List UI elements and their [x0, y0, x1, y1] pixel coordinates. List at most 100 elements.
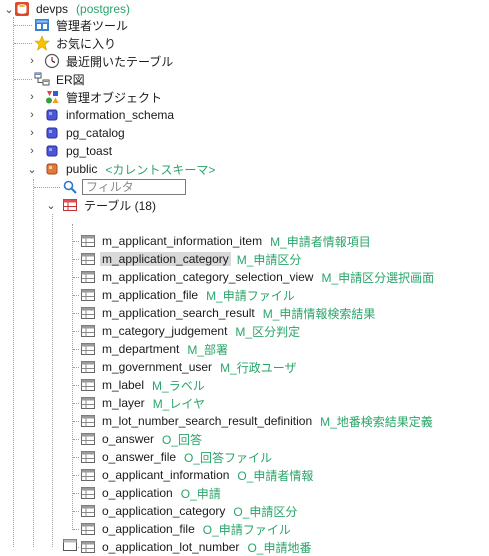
table-name: o_application_lot_number: [102, 540, 240, 554]
table-icon: [80, 359, 96, 375]
table-icon: [80, 269, 96, 285]
schema-icon: [44, 107, 60, 123]
table-name: m_layer: [102, 396, 145, 410]
tree-node-admin-tools[interactable]: 管理者ツール: [34, 16, 130, 34]
table-row[interactable]: o_application_file O_申請ファイル: [80, 520, 291, 538]
chevron-right-icon[interactable]: ›: [30, 109, 34, 121]
table-comment: O_申請ファイル: [202, 522, 291, 537]
chevron-right-icon[interactable]: ›: [30, 91, 34, 103]
admin-tools-icon: [34, 17, 50, 33]
table-name: m_application_file: [102, 288, 199, 302]
search-icon: [62, 179, 78, 195]
chevron-right-icon[interactable]: ›: [30, 55, 34, 67]
tree-node-schema-information-schema[interactable]: information_schema: [44, 106, 176, 124]
table-icon: [80, 449, 96, 465]
tree-node-label: 管理オブジェクト: [66, 90, 163, 105]
views-folder-icon: [62, 537, 78, 553]
table-name: m_label: [102, 378, 145, 392]
tree-node-label: テーブル (18): [84, 198, 156, 213]
table-name: m_application_category: [100, 252, 231, 266]
filter-input[interactable]: [82, 179, 186, 195]
table-icon: [80, 323, 96, 339]
table-comment: M_申請区分選択画面: [321, 270, 435, 285]
clock-icon: [44, 53, 60, 69]
table-row[interactable]: m_label M_ラベル: [80, 376, 205, 394]
table-name: o_applicant_information: [102, 468, 230, 482]
tree-node-schema-pg-catalog[interactable]: pg_catalog: [44, 124, 127, 142]
objects-icon: [44, 89, 60, 105]
table-icon: [80, 539, 96, 555]
tree-node-schema-public[interactable]: public <カレントスキーマ>: [44, 160, 215, 178]
tree-node-managed-objects[interactable]: 管理オブジェクト: [44, 88, 164, 106]
table-row[interactable]: o_answer O_回答: [80, 430, 202, 448]
tree-node-label: pg_catalog: [66, 126, 125, 140]
table-name: m_applicant_information_item: [102, 234, 263, 248]
table-row[interactable]: m_application_file M_申請ファイル: [80, 286, 295, 304]
tree-node-label: 最近開いたテーブル: [66, 54, 174, 69]
schema-icon: [44, 125, 60, 141]
table-icon: [80, 395, 96, 411]
tree-node-schema-pg-toast[interactable]: pg_toast: [44, 142, 114, 160]
star-icon: [34, 35, 50, 51]
schema-icon: [44, 143, 60, 159]
tree-node-er-diagram[interactable]: ER図: [34, 70, 87, 88]
database-icon: [14, 1, 30, 17]
table-comment: O_回答ファイル: [184, 450, 273, 465]
table-name: o_application: [102, 486, 173, 500]
table-comment: M_申請ファイル: [206, 288, 295, 303]
chevron-right-icon[interactable]: ›: [30, 127, 34, 139]
tree-node-label: pg_toast: [66, 144, 113, 158]
table-comment: M_地番検索結果定義: [320, 414, 433, 429]
tree-node-label: ER図: [56, 72, 85, 87]
filter-row: [62, 178, 186, 196]
table-name: m_department: [102, 342, 180, 356]
current-schema-note: <カレントスキーマ>: [105, 162, 216, 177]
table-name: o_application_file: [102, 522, 195, 536]
tree-node-favorites[interactable]: お気に入り: [34, 34, 118, 52]
table-comment: O_回答: [162, 432, 203, 447]
database-name: devps: [36, 2, 69, 16]
table-icon: [80, 251, 96, 267]
table-row[interactable]: m_lot_number_search_result_definition M_地…: [80, 412, 433, 430]
table-comment: M_部署: [187, 342, 229, 357]
tree-node-devps[interactable]: ⌄ devps (postgres): [0, 0, 130, 18]
chevron-down-icon[interactable]: ⌄: [4, 3, 14, 16]
tree-node-label: information_schema: [66, 108, 175, 122]
database-note: (postgres): [76, 2, 131, 16]
table-icon: [80, 467, 96, 483]
current-schema-icon: [44, 161, 60, 177]
table-row[interactable]: o_application_lot_number O_申請地番: [80, 538, 311, 556]
table-icon: [80, 431, 96, 447]
table-name: m_government_user: [102, 360, 213, 374]
tree-node-recent-tables[interactable]: 最近開いたテーブル: [44, 52, 175, 70]
chevron-down-icon[interactable]: ⌄: [27, 163, 37, 176]
table-comment: O_申請: [180, 486, 221, 501]
tree-node-next-partial[interactable]: [62, 536, 82, 554]
table-icon: [80, 503, 96, 519]
tree-node-tables[interactable]: テーブル (18): [62, 196, 158, 214]
table-row[interactable]: m_department M_部署: [80, 340, 228, 358]
chevron-right-icon[interactable]: ›: [30, 145, 34, 157]
chevron-down-icon[interactable]: ⌄: [46, 199, 56, 212]
tables-folder-icon: [62, 197, 78, 213]
table-name: o_answer: [102, 432, 155, 446]
table-icon: [80, 485, 96, 501]
table-name: m_lot_number_search_result_definition: [102, 414, 313, 428]
table-row[interactable]: o_application O_申請: [80, 484, 221, 502]
table-comment: M_区分判定: [235, 324, 301, 339]
table-icon: [80, 305, 96, 321]
table-comment: M_ラベル: [152, 378, 205, 393]
table-comment: O_申請地番: [247, 540, 312, 555]
table-icon: [80, 377, 96, 393]
